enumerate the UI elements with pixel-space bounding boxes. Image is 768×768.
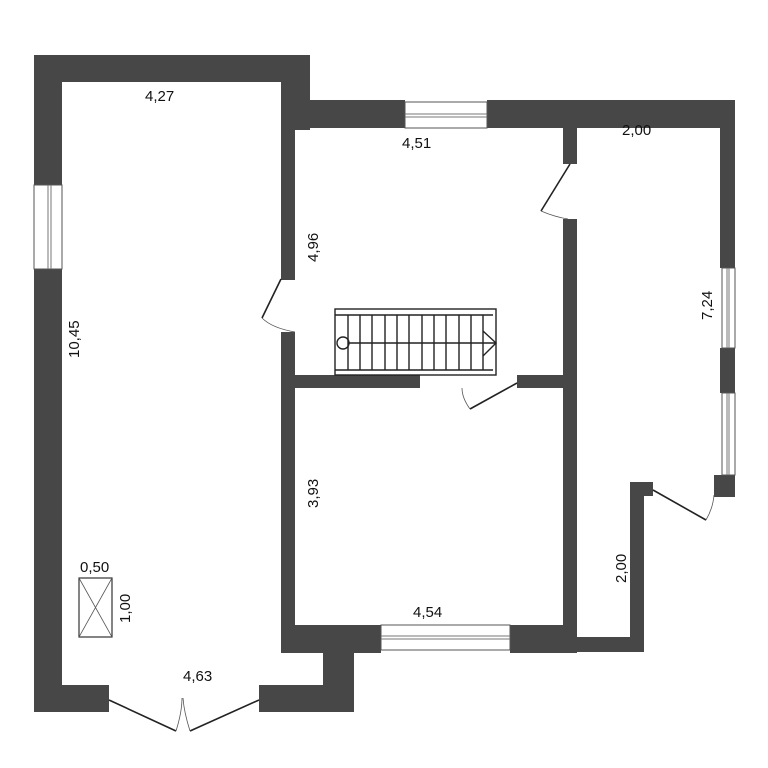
double-door: [108, 697, 260, 732]
door: [261, 278, 296, 333]
wall: [34, 55, 62, 185]
dimension-label: 1,00: [117, 594, 134, 623]
dimension-label: 0,50: [80, 559, 109, 576]
dimension-label: 4,27: [145, 88, 174, 105]
boiler-box-icon: [78, 577, 113, 638]
wall: [563, 100, 577, 164]
wall: [720, 348, 735, 393]
wall: [323, 637, 354, 712]
dimension-label: 2,00: [622, 122, 651, 139]
wall: [34, 685, 109, 712]
dimension-label: 7,24: [699, 291, 716, 320]
dimension-label: 4,51: [402, 135, 431, 152]
wall: [487, 100, 735, 128]
staircase-icon: [334, 308, 498, 376]
wall: [714, 475, 735, 497]
door: [540, 163, 571, 220]
dimension-label: 4,54: [413, 604, 442, 621]
wall: [34, 269, 62, 712]
wall: [34, 55, 310, 82]
wall: [563, 637, 644, 652]
wall: [517, 375, 563, 388]
wall: [295, 100, 405, 128]
dimension-label: 4,63: [183, 668, 212, 685]
door: [461, 382, 518, 410]
window: [404, 101, 488, 129]
wall: [630, 482, 653, 496]
wall: [281, 332, 295, 637]
wall: [281, 100, 295, 280]
window: [380, 624, 511, 651]
dimension-label: 2,00: [613, 554, 630, 583]
dimension-label: 3,93: [305, 479, 322, 508]
wall: [295, 375, 420, 388]
wall: [720, 100, 735, 268]
wall: [630, 482, 644, 652]
door: [652, 489, 715, 521]
dimension-label: 10,45: [66, 320, 83, 358]
wall: [563, 219, 577, 637]
dimension-label: 4,96: [305, 233, 322, 262]
